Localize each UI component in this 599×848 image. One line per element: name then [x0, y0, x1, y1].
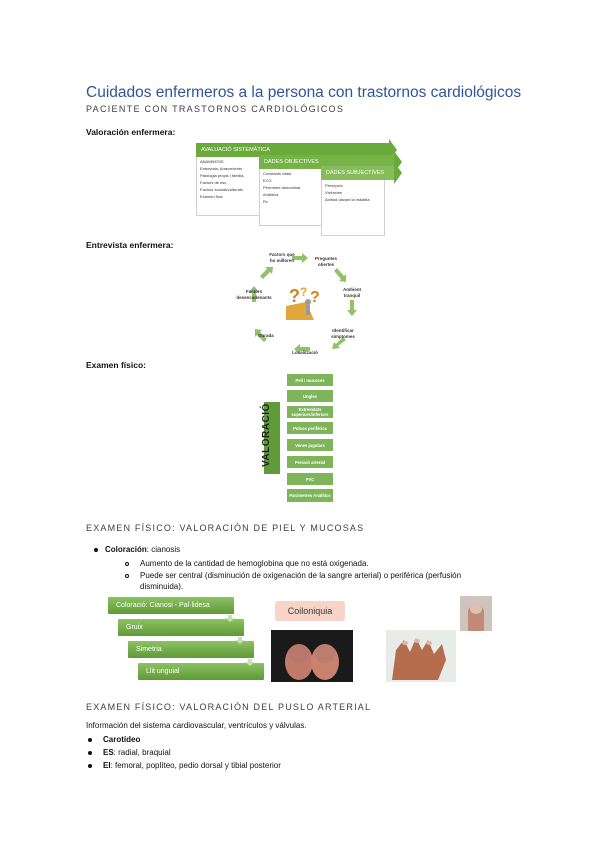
cycle-item-ambient-tranquil: Ambient tranquil	[343, 287, 361, 298]
pulso-item-label: EI	[103, 761, 111, 770]
coloracion-value: : cianosis	[146, 545, 181, 554]
exam-item: Pell i mucoses	[287, 374, 333, 386]
pulso-item-label: ES	[103, 748, 114, 757]
subjective-data-box: Percepció Vivències Actitud davant la ma…	[321, 178, 385, 236]
cycle-item-factors-milloren: Factors que ho milloren	[269, 252, 295, 263]
exam-item: Ungles	[287, 390, 333, 402]
arrow-dades-subjectives: DADES SUBJECTIVES	[321, 162, 402, 184]
valoracion-label: Valoración enfermera:	[86, 127, 176, 137]
bullet-dot	[88, 764, 92, 768]
sub-item-central-line2: disminuida).	[140, 582, 184, 591]
anamnesis-line: Factors socials/culturals.	[200, 187, 244, 192]
coloracion-bullet: Coloración: cianosis	[105, 545, 180, 554]
svg-text:?: ?	[289, 286, 300, 306]
coloracion-label: Coloración	[105, 545, 147, 554]
cycle-item-identificar-simptomes: Identificar símptomes	[331, 328, 355, 339]
finger-photo	[460, 596, 492, 631]
exam-item: Extremitats superiors/inferiors	[287, 406, 333, 418]
step-gruix: Gruix	[118, 619, 244, 636]
exam-item: Venes jugulars	[287, 439, 333, 451]
anamnesis-line: ANAMNESIS	[200, 159, 224, 164]
svg-text:?: ?	[300, 285, 307, 299]
pulso-heading: EXAMEN FÍSICO: VALORACIÓN DEL PUSLO ARTE…	[86, 702, 372, 712]
exam-item: Polsos perifèrics	[287, 422, 333, 434]
pulso-item-ei: EI: femoral, poplíteo, pedio dorsal y ti…	[103, 761, 281, 770]
cycle-item-factors-desencadenants: Factors desencadenants	[236, 289, 272, 300]
pulso-item-carotideo: Carotídeo	[103, 735, 140, 744]
objective-line: Constants vitals	[263, 171, 292, 176]
objective-line: Analítica	[263, 192, 279, 197]
objective-line: Rx	[263, 199, 268, 204]
cycle-item-preguntes-obertes: Preguntes obertes	[314, 256, 337, 267]
hand-photo	[386, 630, 456, 682]
sub-bullet	[125, 562, 129, 566]
bullet-dot	[88, 751, 92, 755]
subjective-line: Actitud davant la malaltia	[325, 197, 370, 202]
svg-text:?: ?	[310, 289, 320, 306]
cycle-item-localitzacio: Localització	[292, 350, 318, 355]
objective-data-box: Constants vitals ECG Perímetre abdominal…	[259, 166, 323, 226]
bullet-dot	[88, 738, 92, 742]
step-llit-unguial: Llit unguial	[138, 663, 264, 680]
pulso-item-label: Carotídeo	[103, 735, 141, 744]
piel-heading: EXAMEN FÍSICO: VALORACIÓN DE PIEL Y MUCO…	[86, 523, 365, 533]
step-connectors	[225, 615, 255, 666]
page-subtitle: PACIENTE CON TRASTORNOS CARDIOLÓGICOS	[86, 104, 345, 114]
coiloniquia-label: Coiloniquia	[275, 601, 345, 621]
anamnesis-line: Entrevista. Antecedents Patologia propis…	[200, 166, 245, 185]
pulso-item-value: : radial, braquial	[113, 748, 171, 757]
subjective-line: Vivències	[325, 190, 343, 195]
nails-photo	[271, 630, 353, 682]
sub-item-aumento: Aumento de la cantidad de hemoglobina qu…	[140, 559, 369, 568]
pulso-intro: Información del sistema cardiovascular, …	[86, 721, 307, 730]
pulso-item-es: ES: radial, braquial	[103, 748, 171, 757]
entrevista-label: Entrevista enfermera:	[86, 240, 174, 250]
step-coloracio: Coloració: Cianosi - Pal·lidesa	[108, 597, 234, 614]
sub-bullet	[125, 574, 129, 578]
anamnesis-box: ANAMNESIS Entrevista. Antecedents Patolo…	[196, 154, 262, 216]
page-title: Cuidados enfermeros a la persona con tra…	[86, 84, 522, 101]
anamnesis-line: Examen físic	[200, 194, 223, 199]
exam-item: Paràmetres Analítics	[287, 489, 333, 502]
objective-line: Perímetre abdominal	[263, 185, 301, 190]
objective-line: ECG	[263, 178, 272, 183]
sub-item-central-line1: Puede ser central (disminución de oxigen…	[140, 571, 462, 580]
cycle-arrows	[249, 253, 357, 354]
valoracio-vertical-block	[264, 402, 280, 474]
pulso-item-value: : femoral, poplíteo, pedio dorsal y tibi…	[110, 761, 281, 770]
cycle-item-durada: Durada	[258, 333, 274, 338]
arrow-avaluacio: AVALUACIÓ SISTEMÀTICA	[196, 139, 397, 161]
question-figure-image: ? ? ?	[286, 280, 324, 320]
subjective-line: Percepció	[325, 183, 343, 188]
exam-item: Pressió arterial	[287, 456, 333, 468]
bullet-dot	[94, 548, 98, 552]
valoracio-vertical-label: VALORACIÓ	[261, 403, 272, 467]
examen-label: Examen físico:	[86, 360, 146, 370]
exam-item: PVC	[287, 473, 333, 485]
step-simetria: Simetria	[128, 641, 254, 658]
